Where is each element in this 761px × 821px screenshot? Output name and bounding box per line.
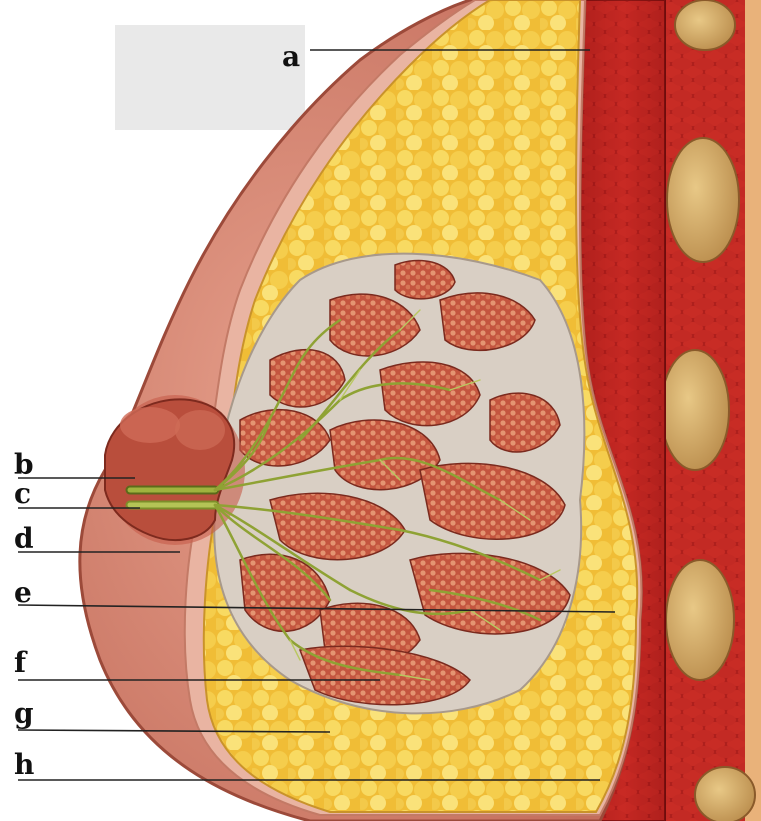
background-text [0,175,70,821]
label-c: c [14,477,31,510]
label-d: d [14,522,34,555]
background-box [115,25,305,130]
label-f: f [14,646,28,679]
label-g: g [14,697,34,730]
label-a: a [282,40,300,73]
label-e: e [14,576,32,609]
label-h: h [14,748,34,781]
